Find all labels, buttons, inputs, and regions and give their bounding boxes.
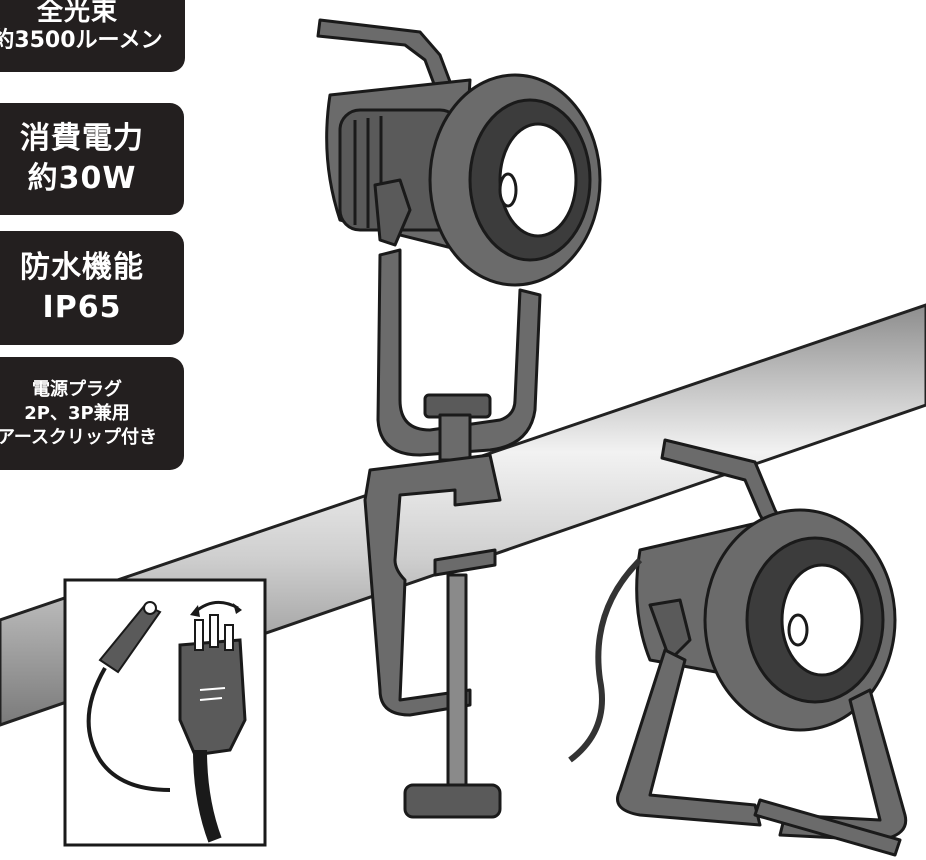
badge-value: 約3500ルーメン	[0, 28, 163, 53]
badge-line: 2P、3P兼用	[24, 402, 130, 424]
badge-value: IP65	[42, 290, 122, 325]
badge-title: 消費電力	[20, 121, 144, 156]
clamp-mounted-work-light	[316, 18, 602, 819]
badge-value: 約30W	[27, 161, 137, 196]
badge-luminous-flux: 全光束 約3500ルーメン	[0, 0, 185, 72]
badge-title: 電源プラグ	[32, 378, 122, 400]
badge-line: アースクリップ付き	[0, 426, 158, 448]
plug-with-earth-clip	[63, 578, 267, 847]
badge-power-plug: 電源プラグ 2P、3P兼用 アースクリップ付き	[0, 357, 184, 470]
badge-waterproof: 防水機能 IP65	[0, 231, 184, 345]
stand-mounted-work-light	[568, 438, 908, 857]
badge-title: 全光束	[36, 0, 118, 27]
badge-power-consumption: 消費電力 約30W	[0, 103, 184, 215]
badge-title: 防水機能	[20, 250, 144, 285]
